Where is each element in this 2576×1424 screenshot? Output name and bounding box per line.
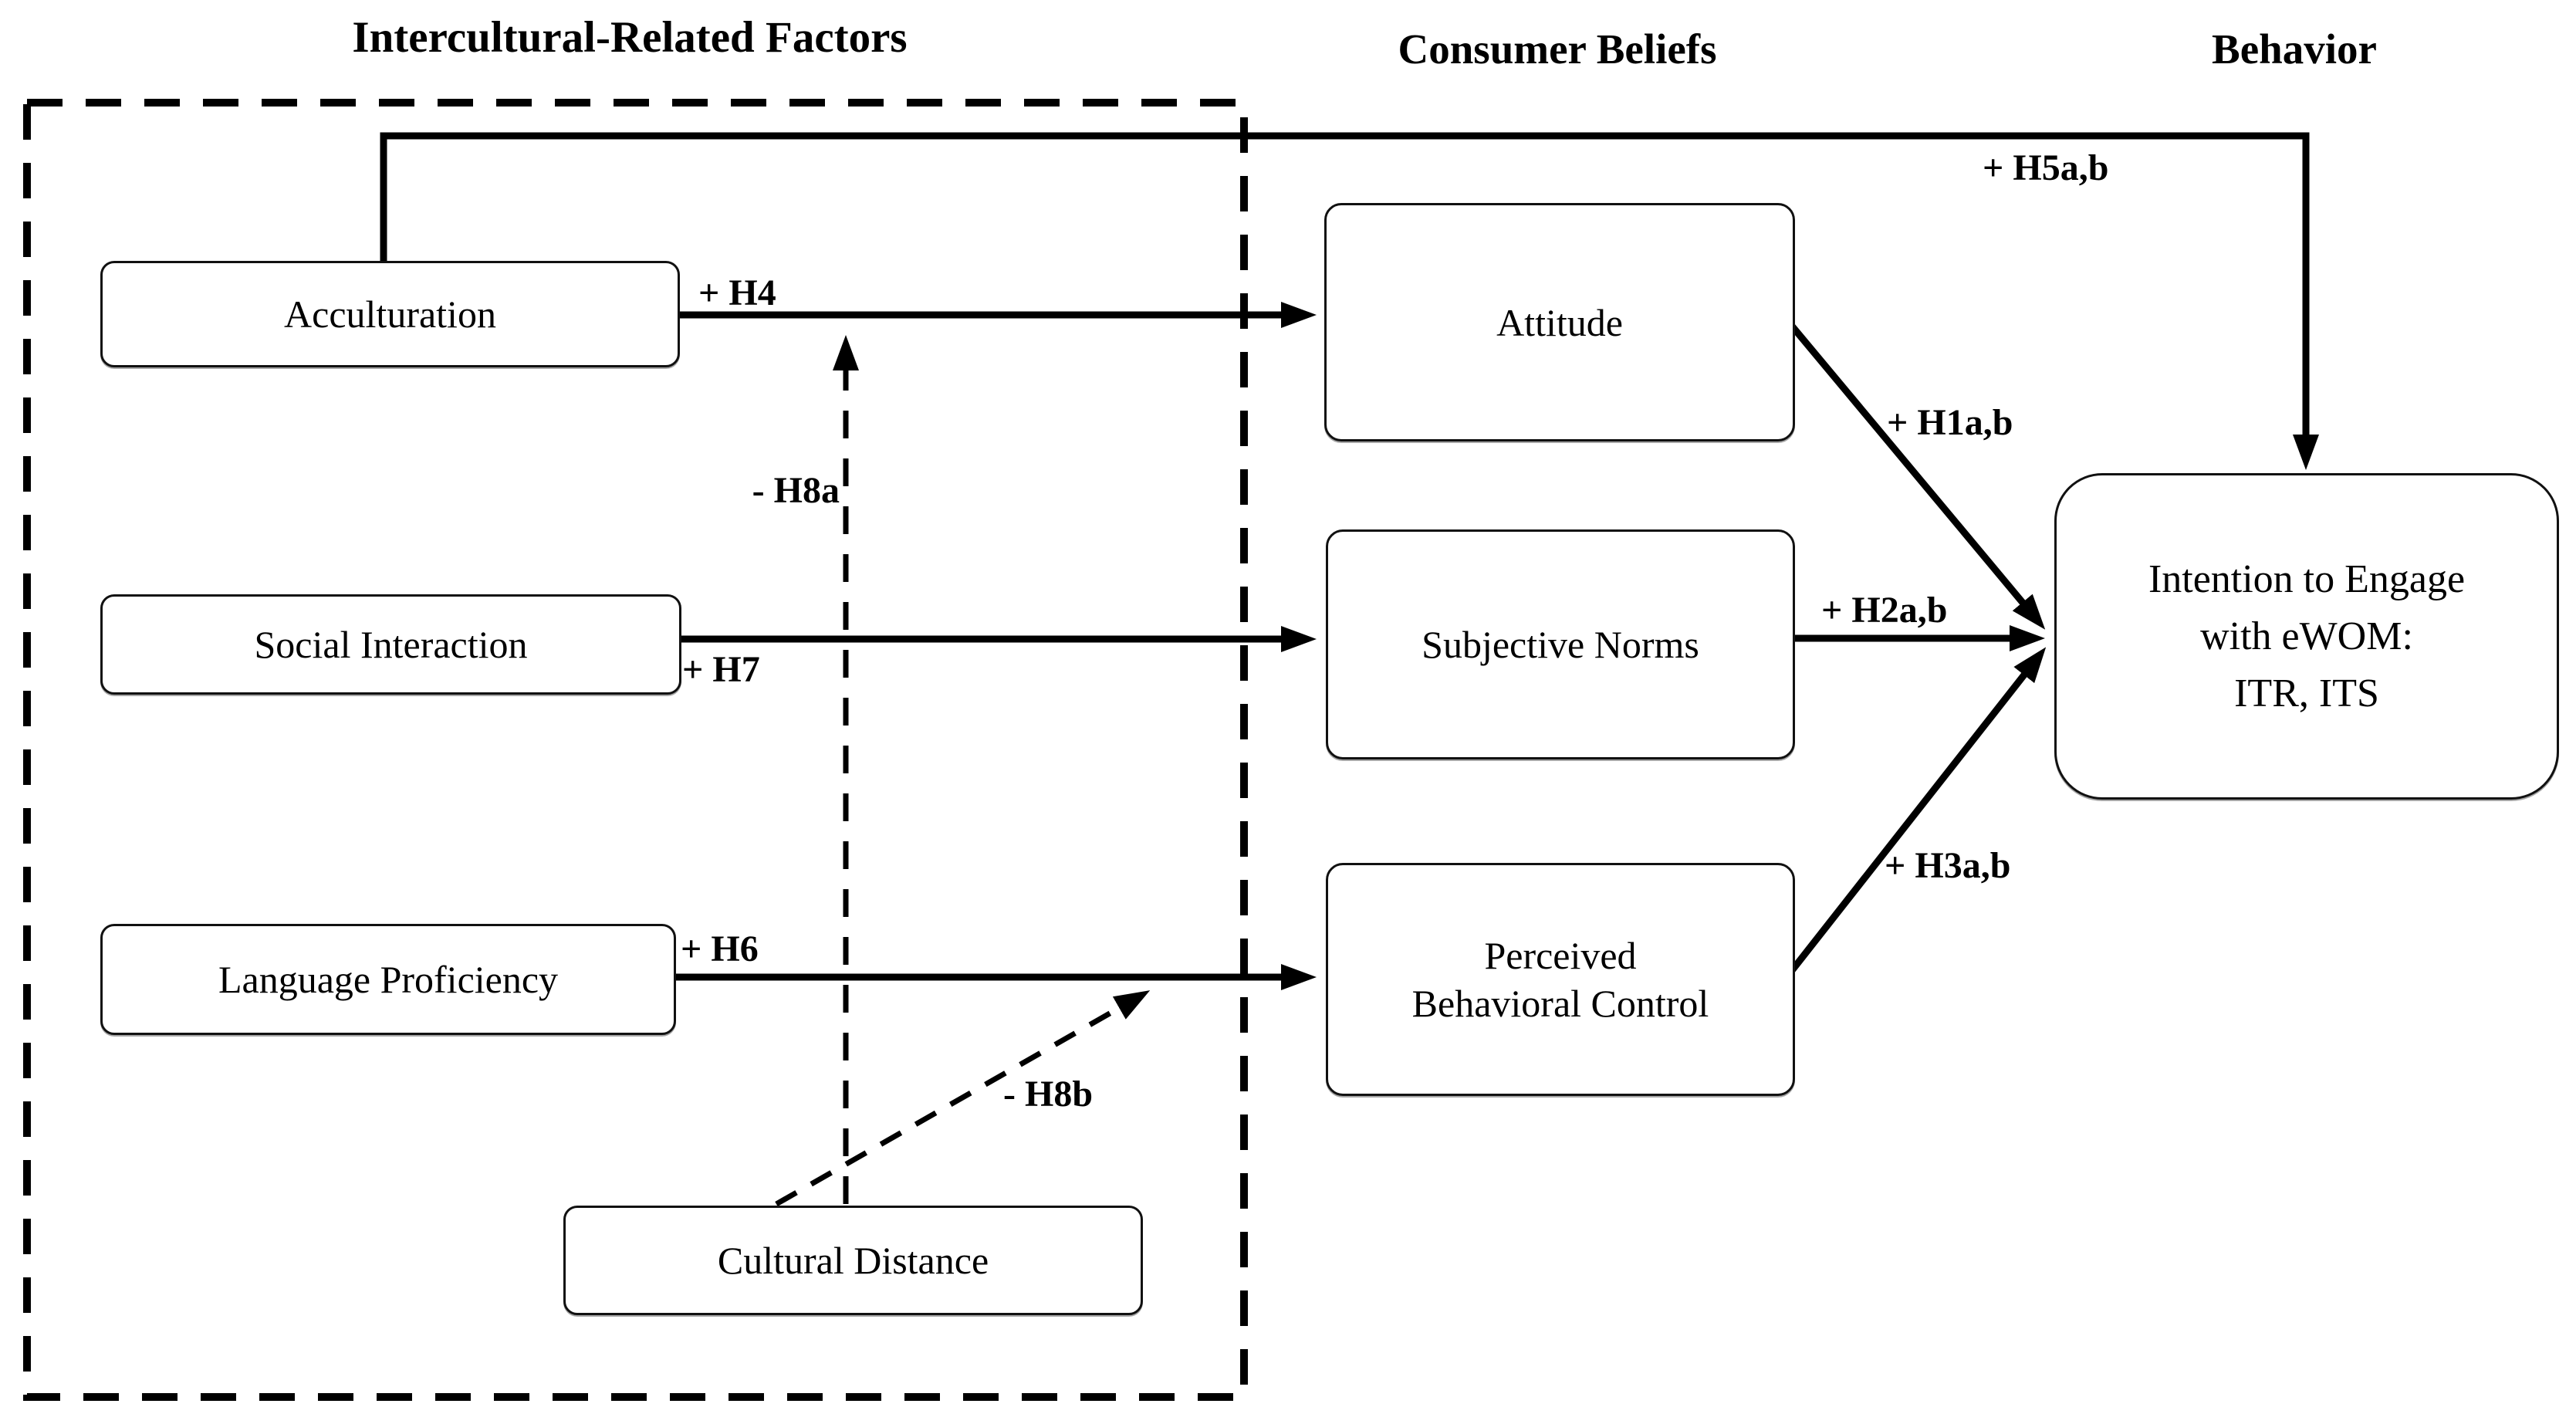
node-pbc-label-line1: Perceived <box>1484 934 1637 977</box>
node-language-proficiency-label: Language Proficiency <box>218 958 559 1001</box>
h8b-dashed-arrow <box>775 990 1151 1207</box>
node-acculturation: Acculturation <box>100 261 680 367</box>
node-cultural-distance-label: Cultural Distance <box>717 1239 989 1282</box>
edge-label-h7: + H7 <box>682 649 760 690</box>
node-social-interaction-label: Social Interaction <box>254 623 528 666</box>
node-acculturation-label: Acculturation <box>284 293 496 336</box>
node-cultural-distance: Cultural Distance <box>563 1206 1143 1315</box>
header-behavior: Behavior <box>2212 25 2377 73</box>
node-subjective-norms-label: Subjective Norms <box>1422 623 1699 666</box>
node-intention-label-line2: with eWOM: <box>2200 614 2413 658</box>
node-intention-label-line1: Intention to Engage <box>2148 556 2466 601</box>
edge-label-h2: + H2a,b <box>1821 590 1948 631</box>
header-intercultural-factors: Intercultural-Related Factors <box>352 13 908 62</box>
header-consumer-beliefs: Consumer Beliefs <box>1398 25 1717 73</box>
intercultural-dashed-region <box>23 99 1248 1401</box>
node-intention-ewom: Intention to Engage with eWOM: ITR, ITS <box>2054 473 2559 800</box>
edge-label-h1: + H1a,b <box>1887 402 2013 443</box>
edge-label-h5: + H5a,b <box>1983 147 2109 188</box>
h3-arrow <box>1787 647 2047 975</box>
node-language-proficiency: Language Proficiency <box>100 924 676 1035</box>
edge-label-h8b: - H8b <box>1003 1074 1094 1115</box>
h1-arrow <box>1787 322 2046 630</box>
edge-label-h6: + H6 <box>681 928 759 969</box>
edge-label-h4: + H4 <box>698 272 776 313</box>
node-subjective-norms: Subjective Norms <box>1326 529 1795 759</box>
node-social-interaction: Social Interaction <box>100 594 681 695</box>
node-pbc-label-line2: Behavioral Control <box>1411 982 1709 1025</box>
edge-label-h3: + H3a,b <box>1885 845 2011 886</box>
edge-label-h8a: - H8a <box>752 470 840 511</box>
node-intention-label-line3: ITR, ITS <box>2234 671 2379 715</box>
node-attitude-label: Attitude <box>1496 300 1623 344</box>
node-perceived-behavioral-control: Perceived Behavioral Control <box>1326 863 1795 1096</box>
node-attitude: Attitude <box>1324 203 1795 441</box>
h5-arrow <box>380 132 2319 470</box>
